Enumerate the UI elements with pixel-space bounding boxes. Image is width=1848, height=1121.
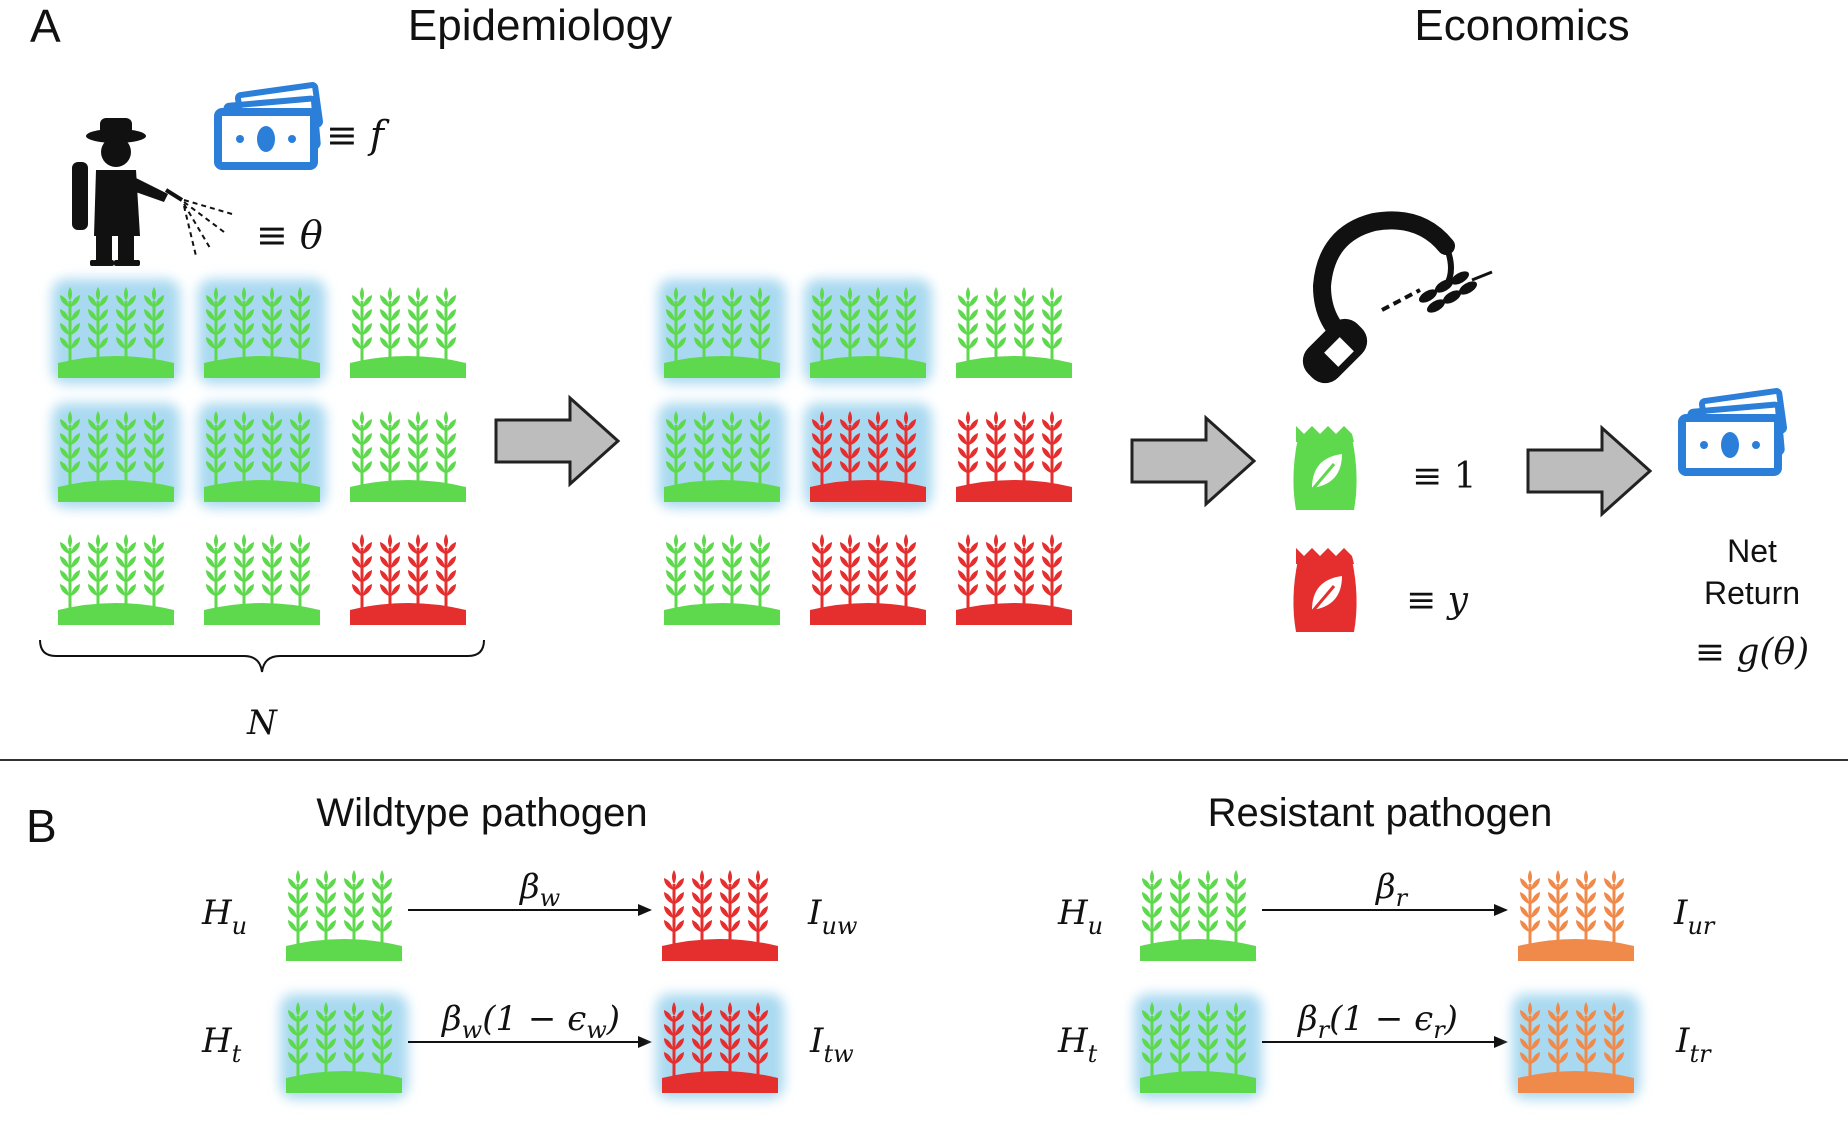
resistant-title: Resistant pathogen xyxy=(1208,791,1553,835)
wt-untreated-host-label: Hu xyxy=(201,893,247,940)
rs-rate-treated: βr(1 − ϵr) xyxy=(1296,999,1458,1044)
wt-untreated-infected-label: Iuw xyxy=(807,893,858,940)
infected-wheat-plot-icon xyxy=(810,534,926,625)
net-return-money-icon xyxy=(1682,391,1784,472)
infected-wheat-plot-icon xyxy=(956,534,1072,625)
resistant-infected-wheat-plot-icon xyxy=(1518,870,1634,961)
panel-b-letter: B xyxy=(26,800,57,852)
net-return-label-line2: Return xyxy=(1704,575,1800,611)
infected-yield-label: ≡ y xyxy=(1406,580,1469,621)
fungicide-cost-label: ≡ f xyxy=(326,113,390,157)
population-brace xyxy=(39,639,485,673)
wheat-plot-icon xyxy=(350,411,466,502)
rs-untreated-infected-label: Iur xyxy=(1673,893,1716,940)
economics-title: Economics xyxy=(1414,1,1629,50)
farmer-spraying-icon xyxy=(72,118,233,266)
rs-treated-infected-label: Itr xyxy=(1675,1021,1712,1068)
wt-rate-treated: βw(1 − ϵw) xyxy=(440,999,620,1044)
infected-wheat-plot-icon xyxy=(350,534,466,625)
rs-treated-host-label: Ht xyxy=(1057,1021,1098,1068)
wheat-plot-icon xyxy=(1140,870,1256,961)
rs-untreated-host-label: Hu xyxy=(1057,893,1103,940)
sickle-icon xyxy=(1302,211,1493,384)
healthy-yield-sack-icon xyxy=(1291,424,1359,512)
wt-treated-host-label: Ht xyxy=(201,1021,242,1068)
wt-rate-untreated: βw xyxy=(518,867,561,912)
infected-wheat-plot-icon xyxy=(662,870,778,961)
wheat-plot-icon xyxy=(956,287,1072,378)
transition-arrow-1 xyxy=(494,396,620,486)
population-size-label: N xyxy=(246,703,278,743)
net-return-formula: ≡ g(θ) xyxy=(1695,632,1809,673)
wt-treated-infected-label: Itw xyxy=(809,1021,854,1068)
later-field-grid xyxy=(658,279,1072,625)
wheat-plot-icon xyxy=(58,534,174,625)
transition-arrow-3 xyxy=(1526,426,1652,516)
money-cost-icon xyxy=(218,85,320,166)
wheat-plot-icon xyxy=(204,534,320,625)
transition-arrow-2 xyxy=(1130,416,1256,506)
panel-a-letter: A xyxy=(30,0,61,52)
net-return-label-line1: Net xyxy=(1727,533,1777,569)
infected-yield-sack-icon xyxy=(1291,546,1359,634)
wildtype-title: Wildtype pathogen xyxy=(316,791,647,835)
wheat-plot-icon xyxy=(350,287,466,378)
healthy-yield-label: ≡ 1 xyxy=(1412,456,1477,497)
rs-rate-untreated: βr xyxy=(1374,867,1409,912)
infected-wheat-plot-icon xyxy=(956,411,1072,502)
wheat-plot-icon xyxy=(286,870,402,961)
epidemiology-title: Epidemiology xyxy=(408,1,672,50)
wheat-plot-icon xyxy=(664,534,780,625)
initial-field-grid xyxy=(52,279,466,625)
dose-label: ≡ θ xyxy=(256,213,323,257)
